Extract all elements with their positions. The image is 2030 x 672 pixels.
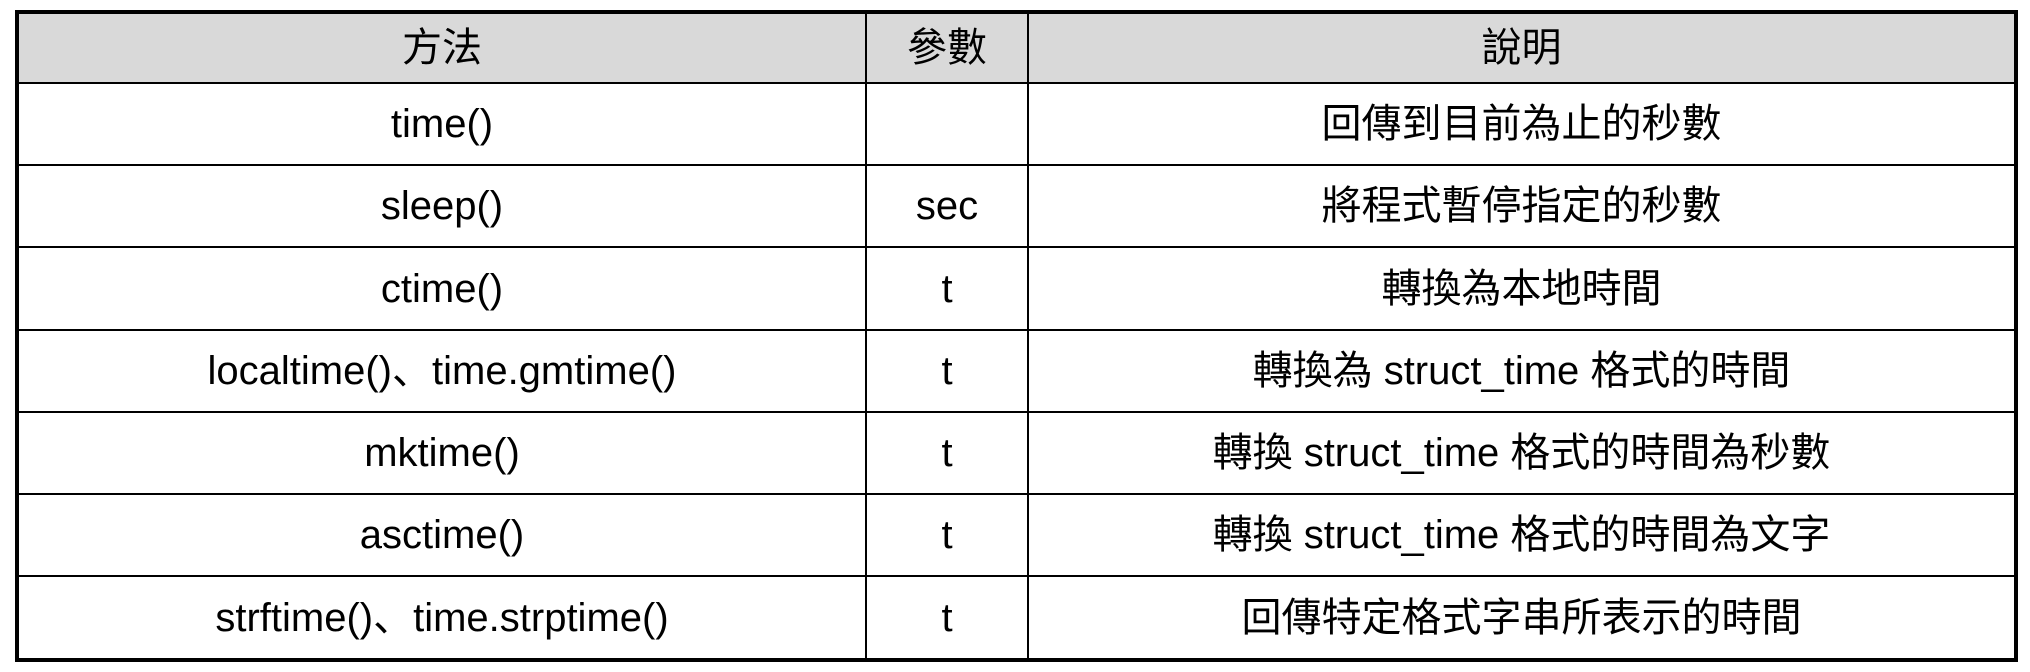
cell-parameter: sec xyxy=(865,164,1029,249)
cell-parameter: t xyxy=(865,575,1029,661)
cell-method: asctime() xyxy=(16,493,867,578)
cell-description: 轉換為 struct_time 格式的時間 xyxy=(1027,328,2017,413)
table-row: time() 回傳到目前為止的秒數 xyxy=(16,81,2017,167)
cell-method: time() xyxy=(16,81,867,167)
table-row: localtime()、time.gmtime() t 轉換為 struct_t… xyxy=(16,328,2017,413)
table-row: strftime()、time.strptime() t 回傳特定格式字串所表示… xyxy=(16,575,2017,661)
cell-description: 轉換為本地時間 xyxy=(1027,246,2017,331)
cell-parameter: t xyxy=(865,328,1029,413)
table-header-row: 方法 參數 說明 xyxy=(16,11,2017,84)
python-time-module-methods-table: 方法 參數 說明 time() 回傳到目前為止的秒數 sleep() sec 將… xyxy=(15,10,2018,662)
table-row: ctime() t 轉換為本地時間 xyxy=(16,246,2017,331)
cell-method: mktime() xyxy=(16,410,867,496)
cell-parameter: t xyxy=(865,410,1029,496)
cell-method: localtime()、time.gmtime() xyxy=(16,328,867,413)
cell-description: 轉換 struct_time 格式的時間為秒數 xyxy=(1027,410,2017,496)
column-header-method: 方法 xyxy=(16,11,867,84)
table-row: mktime() t 轉換 struct_time 格式的時間為秒數 xyxy=(16,410,2017,496)
cell-method: strftime()、time.strptime() xyxy=(16,575,867,661)
table-header: 方法 參數 說明 xyxy=(16,11,2017,84)
cell-description: 回傳到目前為止的秒數 xyxy=(1027,81,2017,167)
cell-parameter xyxy=(865,81,1029,167)
table-body: time() 回傳到目前為止的秒數 sleep() sec 將程式暫停指定的秒數… xyxy=(16,81,2017,661)
table-row: asctime() t 轉換 struct_time 格式的時間為文字 xyxy=(16,493,2017,578)
cell-parameter: t xyxy=(865,493,1029,578)
table-row: sleep() sec 將程式暫停指定的秒數 xyxy=(16,164,2017,249)
cell-parameter: t xyxy=(865,246,1029,331)
cell-description: 將程式暫停指定的秒數 xyxy=(1027,164,2017,249)
column-header-parameter: 參數 xyxy=(865,11,1029,84)
cell-description: 回傳特定格式字串所表示的時間 xyxy=(1027,575,2017,661)
cell-method: sleep() xyxy=(16,164,867,249)
cell-method: ctime() xyxy=(16,246,867,331)
column-header-description: 說明 xyxy=(1027,11,2017,84)
cell-description: 轉換 struct_time 格式的時間為文字 xyxy=(1027,493,2017,578)
methods-table-container: 方法 參數 說明 time() 回傳到目前為止的秒數 sleep() sec 將… xyxy=(15,10,2018,662)
